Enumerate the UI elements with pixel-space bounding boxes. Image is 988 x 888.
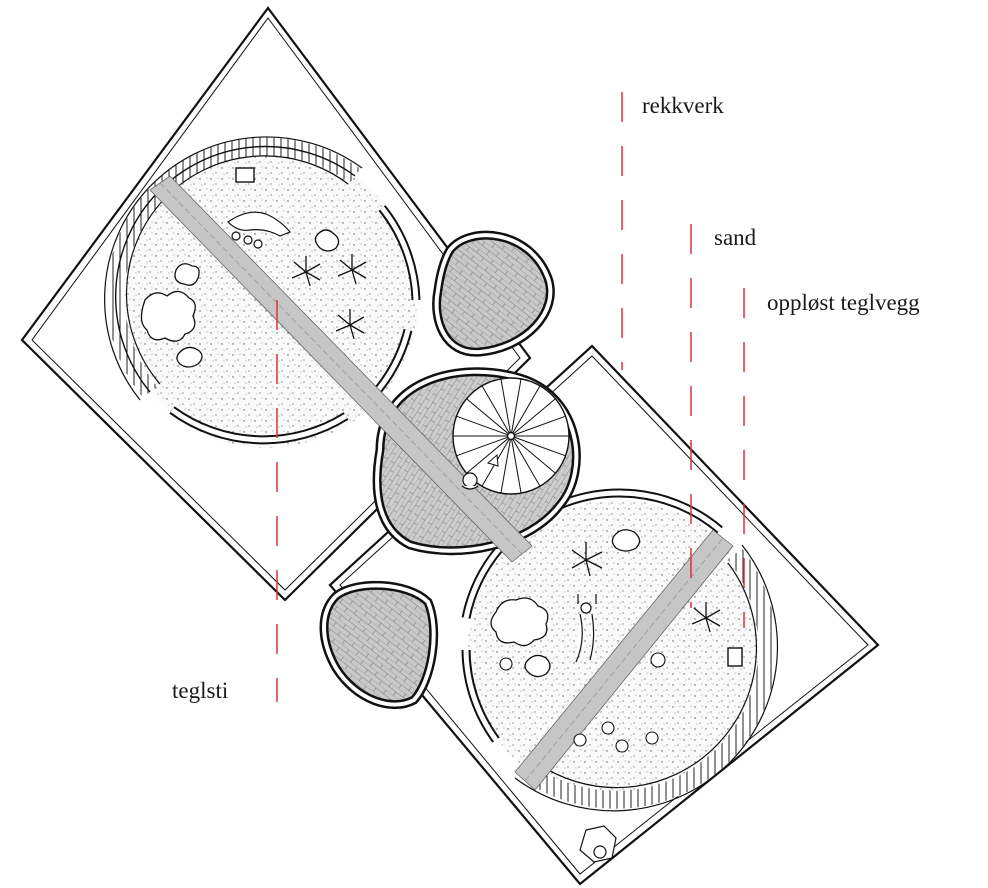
shrub-cluster-upper bbox=[140, 229, 340, 368]
label-dissolved-brick-wall: oppløst teglvegg bbox=[767, 290, 920, 315]
stair-tread bbox=[510, 435, 566, 457]
stair-tread bbox=[510, 435, 522, 494]
teardrop-planter-lower bbox=[319, 580, 439, 710]
stair-tread bbox=[456, 415, 512, 437]
leader-lines bbox=[276, 92, 745, 702]
upper-terrace-boundary bbox=[20, 6, 532, 602]
stair-tread bbox=[500, 378, 512, 437]
person-top-view-middle bbox=[461, 472, 479, 490]
reclining-person-figure bbox=[227, 211, 291, 249]
stair-tread bbox=[456, 435, 512, 457]
stair-tread bbox=[510, 435, 556, 474]
standing-person-figure bbox=[575, 594, 597, 663]
shrub-cluster-lower bbox=[490, 529, 641, 678]
brick-path-upper bbox=[149, 175, 533, 563]
tree-symbols-upper bbox=[291, 254, 367, 340]
spiral-stair-treads bbox=[453, 378, 569, 494]
label-sand: sand bbox=[714, 225, 757, 250]
brick-path-lower bbox=[514, 529, 734, 791]
stair-tread bbox=[510, 378, 522, 437]
stair-tread bbox=[510, 415, 566, 437]
label-brick-path: teglsti bbox=[172, 678, 229, 703]
stair-tread bbox=[510, 398, 556, 437]
stair-tread bbox=[481, 385, 512, 437]
tree-symbols-lower bbox=[571, 542, 721, 633]
stair-tread bbox=[500, 435, 512, 494]
person-top-view-bottom bbox=[579, 825, 617, 863]
label-railing: rekkverk bbox=[642, 93, 724, 118]
teardrop-planter-upper bbox=[432, 230, 555, 357]
stair-tread bbox=[466, 435, 512, 474]
middle-oval-plaza bbox=[372, 367, 581, 556]
flower-plant-symbols bbox=[499, 652, 666, 753]
stair-tread bbox=[466, 398, 512, 437]
stair-tread bbox=[510, 435, 541, 487]
stair-tread bbox=[510, 385, 541, 437]
